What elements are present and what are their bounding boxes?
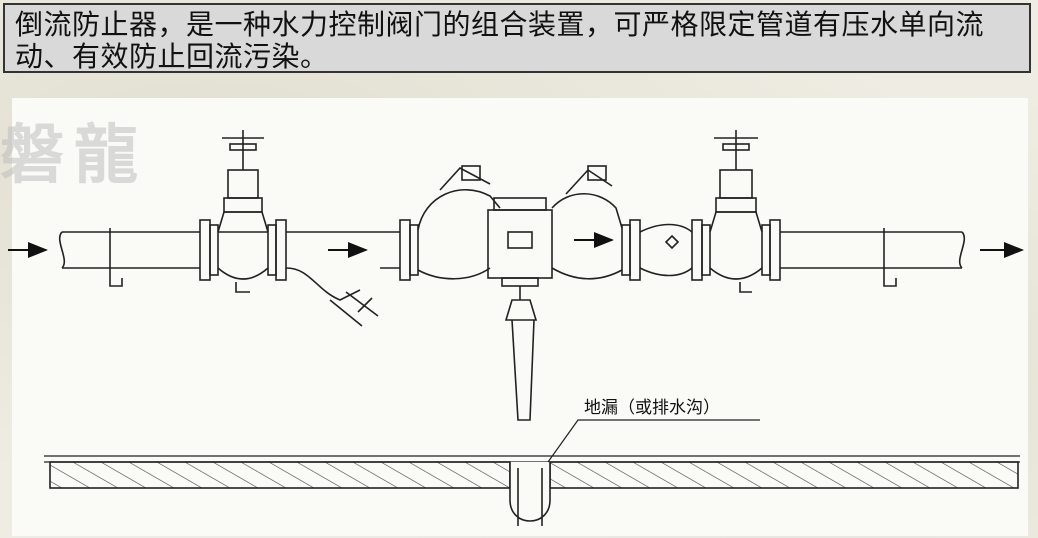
floor-drain xyxy=(509,462,551,526)
inlet-gate-valve xyxy=(199,130,287,293)
inlet-pipe xyxy=(58,228,200,287)
relief-discharge-pipe xyxy=(504,286,538,421)
y-strainer xyxy=(285,231,400,327)
outlet-pipe xyxy=(780,228,966,287)
floor-slab xyxy=(44,455,1020,489)
title-text: 倒流防止器，是一种水力控制阀门的组合装置，可严格限定管道有压水单向流动、有效防止… xyxy=(15,8,985,73)
outlet-gate-valve xyxy=(691,130,781,293)
watermark-logo: 磐龍 xyxy=(0,119,148,193)
coupling xyxy=(639,223,693,277)
title-banner: 倒流防止器，是一种水力控制阀门的组合装置，可严格限定管道有压水单向流动、有效防止… xyxy=(3,3,1031,73)
check-valve-body xyxy=(399,165,641,287)
drain-leader-line xyxy=(547,419,760,463)
drain-label: 地漏（或排水沟） xyxy=(584,398,720,418)
